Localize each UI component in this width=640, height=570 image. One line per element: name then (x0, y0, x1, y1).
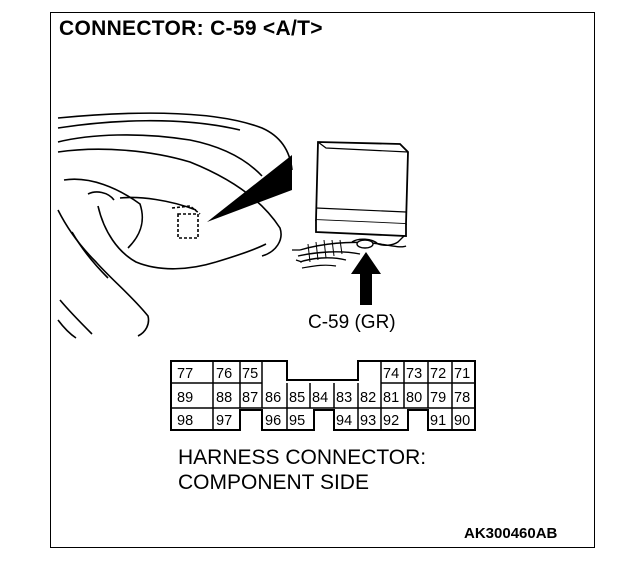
pin-label: 96 (265, 413, 281, 429)
connector-callout-label: C-59 (GR) (308, 312, 396, 333)
pin-label: 95 (289, 413, 305, 429)
figure-code: AK300460AB (464, 525, 558, 542)
pin-label: 85 (289, 390, 305, 406)
pin-label: 72 (430, 366, 446, 382)
diagram-frame (50, 12, 595, 548)
pin-label: 92 (383, 413, 399, 429)
pin-label: 93 (360, 413, 376, 429)
ecu-module-icon (292, 141, 409, 269)
caption-line-1: HARNESS CONNECTOR: (178, 446, 427, 469)
caption-line-2: COMPONENT SIDE (178, 471, 369, 494)
pin-label: 98 (177, 413, 193, 429)
pin-label: 90 (454, 413, 470, 429)
pin-label: 84 (312, 390, 328, 406)
pin-label: 94 (336, 413, 352, 429)
pin-label: 80 (406, 390, 422, 406)
pin-label: 87 (242, 390, 258, 406)
connector-face (170, 360, 476, 431)
pin-labels: 77 76 75 74 73 72 71 89 88 87 86 85 84 8… (177, 366, 470, 429)
pin-label: 88 (216, 390, 232, 406)
connector-title: CONNECTOR: C-59 <A/T> (59, 17, 323, 40)
pin-label: 74 (383, 366, 399, 382)
pin-label: 81 (383, 390, 399, 406)
pointer-arrow-icon (351, 252, 381, 305)
zoom-wedge-icon (207, 155, 292, 222)
pin-label: 78 (454, 390, 470, 406)
pin-label: 77 (177, 366, 193, 382)
pin-label: 91 (430, 413, 446, 429)
pin-label: 75 (242, 366, 258, 382)
pin-label: 76 (216, 366, 232, 382)
pin-label: 97 (216, 413, 232, 429)
pin-label: 79 (430, 390, 446, 406)
pin-label: 83 (336, 390, 352, 406)
pin-label: 73 (406, 366, 422, 382)
pin-label: 89 (177, 390, 193, 406)
pin-label: 82 (360, 390, 376, 406)
pin-label: 86 (265, 390, 281, 406)
pin-label: 71 (454, 366, 470, 382)
dashboard-illustration (57, 112, 293, 339)
